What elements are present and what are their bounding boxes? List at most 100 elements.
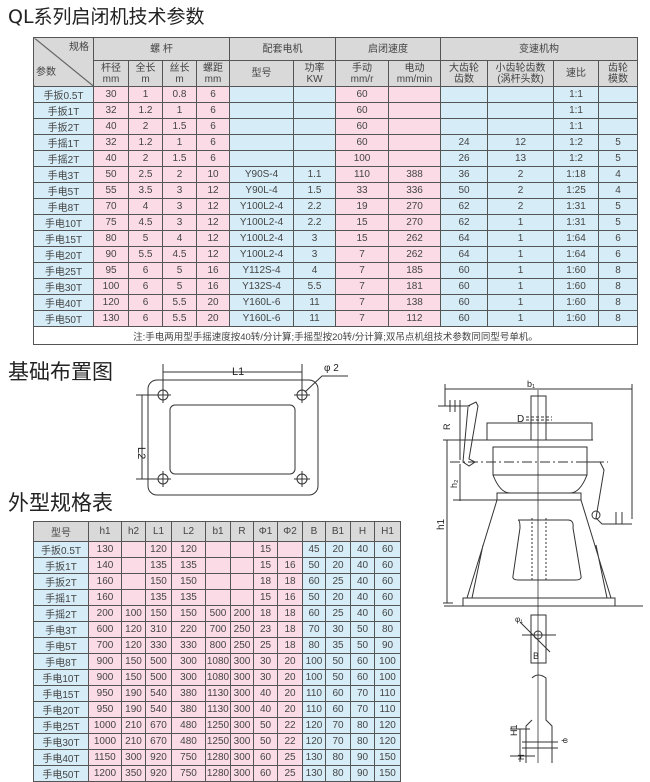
phi2-leader <box>304 375 348 393</box>
sub-header-line1: 丝长 <box>169 62 190 74</box>
value-cell: 800 <box>205 637 231 654</box>
value-cell: 60 <box>350 669 375 686</box>
value-cell: 600 <box>88 621 122 638</box>
value-cell: 3 <box>162 198 197 215</box>
group-header-screw: 螺 杆 <box>92 37 231 61</box>
sub-header: 型号 <box>229 60 295 87</box>
value-cell: 40 <box>93 150 129 167</box>
sub-header-line2: 模数 <box>608 73 629 85</box>
value-cell: 1250 <box>205 717 231 734</box>
value-cell: 70 <box>302 621 326 638</box>
value-cell: 330 <box>145 637 172 654</box>
value-cell: 25 <box>253 637 278 654</box>
value-cell <box>229 86 295 103</box>
phi1-label: φ₁ <box>515 615 523 624</box>
value-cell: 50 <box>302 557 326 574</box>
value-cell: 1.2 <box>128 134 163 151</box>
value-cell: 5.5 <box>162 310 197 327</box>
value-cell: 100 <box>302 669 326 686</box>
value-cell: 6 <box>598 246 639 263</box>
value-cell: 1 <box>487 214 555 231</box>
h1-dimension <box>443 440 453 604</box>
column-header: H <box>350 521 375 542</box>
value-cell: 200 <box>230 605 254 622</box>
value-cell: 22 <box>277 733 303 750</box>
value-cell: 60 <box>440 262 489 279</box>
value-cell: 32 <box>93 134 129 151</box>
value-cell: 1:25 <box>553 182 600 199</box>
value-cell: 8 <box>598 294 639 311</box>
b-label: B <box>533 651 539 661</box>
sub-header-line1: 型号 <box>251 68 272 79</box>
value-cell: 64 <box>440 230 489 247</box>
value-cell: 64 <box>440 246 489 263</box>
value-cell: 60 <box>302 573 326 590</box>
base-opening <box>169 404 296 475</box>
value-cell <box>205 541 231 558</box>
value-cell: 40 <box>350 557 375 574</box>
model-cell: 手扳1T <box>33 557 89 574</box>
sub-header: 大齿轮齿数 <box>440 60 489 87</box>
value-cell: 25 <box>325 605 351 622</box>
value-cell: 25 <box>277 749 303 766</box>
value-cell: 8 <box>598 310 639 327</box>
corner-bottom-label: 参数 <box>36 67 56 78</box>
value-cell: 33 <box>335 182 390 199</box>
model-cell: 手电50T <box>33 310 94 327</box>
value-cell: 181 <box>388 278 442 295</box>
value-cell: 1:64 <box>553 230 600 247</box>
value-cell: 20 <box>277 653 303 670</box>
value-cell: 480 <box>171 717 206 734</box>
value-cell <box>388 134 442 151</box>
value-cell: 0.8 <box>162 86 197 103</box>
corner-header: 规格 参数 <box>33 37 94 87</box>
rod-end-dimensions <box>510 728 558 762</box>
value-cell: 120 <box>121 621 146 638</box>
sub-header-line1: 电动 <box>404 62 425 74</box>
l2-label: L2 <box>135 447 147 459</box>
value-cell: 130 <box>93 310 129 327</box>
screw-shaft-top <box>530 395 547 441</box>
sub-header-line2: m <box>175 73 184 85</box>
model-cell: 手扳0.5T <box>33 541 89 558</box>
value-cell: 40 <box>350 541 375 558</box>
housing-bottom <box>492 474 588 494</box>
value-cell <box>205 573 231 590</box>
value-cell: 1 <box>128 86 163 103</box>
value-cell: 60 <box>374 541 401 558</box>
value-cell: 1000 <box>88 717 122 734</box>
value-cell: 130 <box>302 749 326 766</box>
d-label: D <box>517 414 524 425</box>
table-note: 注:手电两用型手摇速度按40转/分计算;手摇型按20转/分计算;双吊点机组技术参… <box>32 326 639 345</box>
value-cell: 900 <box>88 653 122 670</box>
r-label: R <box>442 423 452 430</box>
sub-header-line2: (涡杆头数) <box>497 73 544 85</box>
value-cell: Y160L-6 <box>229 310 295 327</box>
value-cell: 60 <box>374 605 401 622</box>
value-cell: 700 <box>205 621 231 638</box>
value-cell: 2.5 <box>128 166 163 183</box>
value-cell: 160 <box>88 589 122 606</box>
value-cell: 5.5 <box>293 278 337 295</box>
value-cell: 310 <box>145 621 172 638</box>
model-cell: 手电20T <box>33 246 94 263</box>
value-cell: 350 <box>121 765 146 782</box>
value-cell: 7 <box>335 310 390 327</box>
model-cell: 手电25T <box>33 717 89 734</box>
value-cell: 1250 <box>205 733 231 750</box>
value-cell <box>293 102 337 119</box>
value-cell: 1:2 <box>553 134 600 151</box>
value-cell: 270 <box>388 198 442 215</box>
value-cell: 190 <box>121 685 146 702</box>
value-cell: 1:1 <box>553 102 600 119</box>
value-cell: 20 <box>325 541 351 558</box>
value-cell: 20 <box>195 294 231 311</box>
value-cell: 18 <box>253 573 278 590</box>
lifting-lug <box>530 614 547 664</box>
